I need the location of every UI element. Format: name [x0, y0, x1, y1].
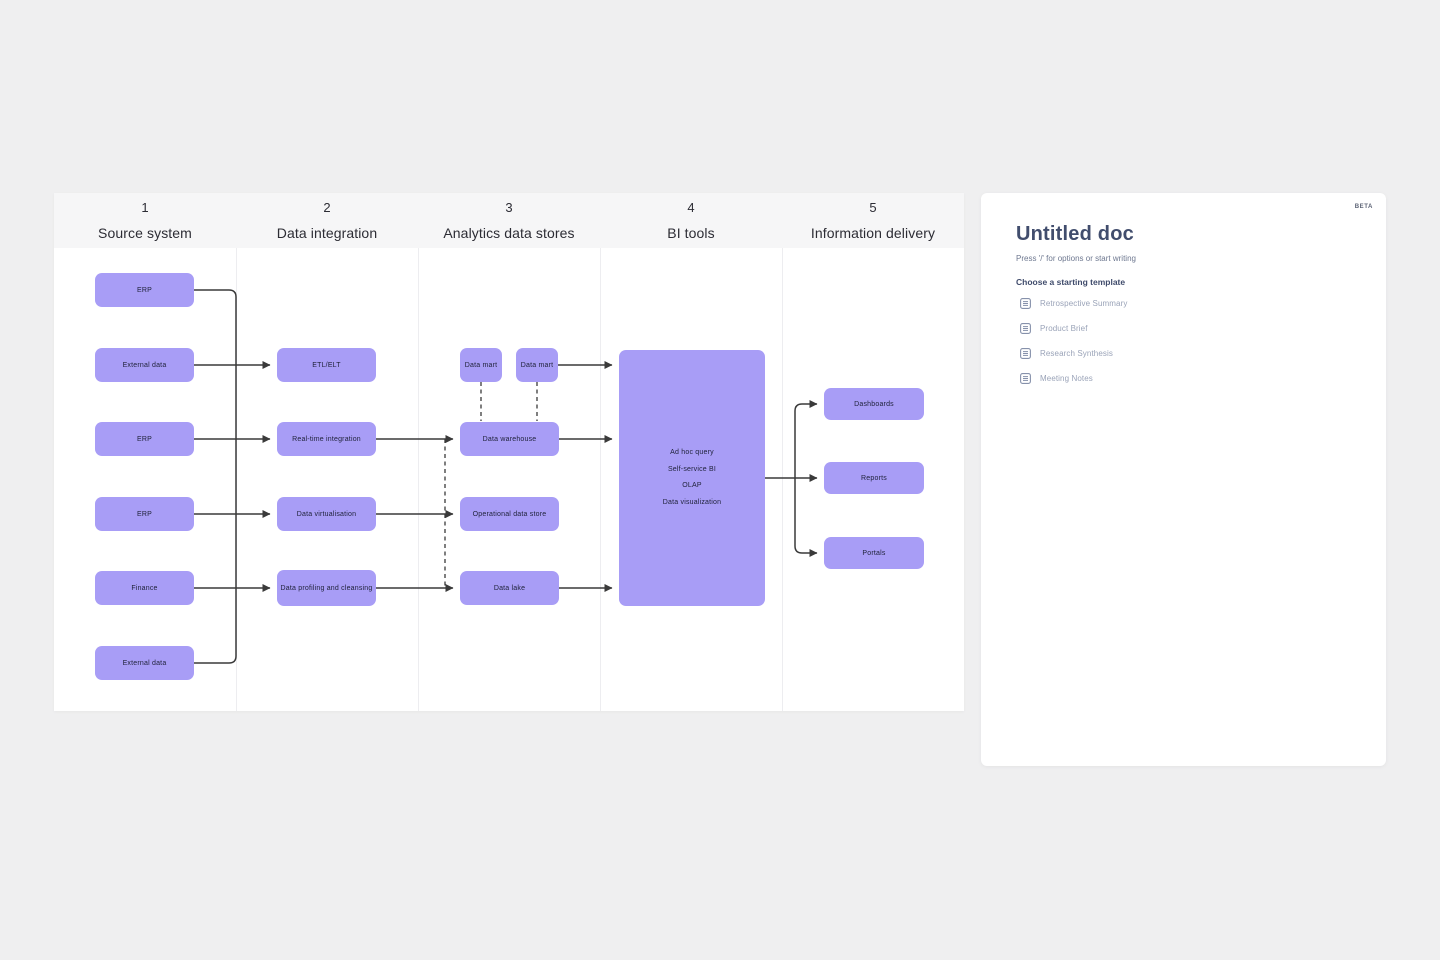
bi-tools-line: Ad hoc query [670, 449, 714, 456]
node-data-warehouse[interactable]: Data warehouse [460, 422, 559, 456]
column-header-analytics-data-stores: 3 Analytics data stores [418, 193, 600, 248]
template-item-research-synthesis[interactable]: Research Synthesis [1020, 346, 1127, 360]
template-label: Retrospective Summary [1040, 298, 1128, 308]
doc-hint: Press '/' for options or start writing [1016, 254, 1136, 263]
column-title: Analytics data stores [443, 225, 575, 241]
template-label: Meeting Notes [1040, 373, 1093, 383]
column-title: Source system [98, 225, 192, 241]
template-item-retrospective-summary[interactable]: Retrospective Summary [1020, 296, 1127, 310]
node-finance[interactable]: Finance [95, 571, 194, 605]
column-title: Data integration [276, 225, 378, 241]
column-number: 1 [141, 200, 149, 215]
node-external-data-1[interactable]: External data [95, 348, 194, 382]
arrow-bi-dashboards[interactable] [794, 400, 818, 478]
swimlane-header: 1 Source system 2 Data integration 3 Ana… [54, 193, 964, 248]
document-icon [1020, 372, 1031, 384]
bi-tools-line: Self-service BI [667, 465, 717, 473]
node-operational-data-store[interactable]: Operational data store [460, 497, 559, 531]
beta-badge: BETA [1354, 204, 1373, 210]
template-item-meeting-notes[interactable]: Meeting Notes [1020, 371, 1127, 385]
column-title: BI tools [667, 225, 715, 241]
document-icon [1020, 297, 1031, 309]
diagram-canvas[interactable]: 1 Source system 2 Data integration 3 Ana… [54, 193, 964, 711]
node-reports[interactable]: Reports [824, 462, 924, 494]
source-trunk-line[interactable] [194, 289, 237, 664]
node-external-data-2[interactable]: External data [95, 646, 194, 680]
column-number: 2 [323, 200, 331, 215]
node-data-mart-2[interactable]: Data mart [516, 348, 558, 382]
node-realtime-integration[interactable]: Real-time integration [277, 422, 376, 456]
bi-tools-line: Data visualization [662, 498, 722, 506]
template-label: Research Synthesis [1040, 348, 1113, 358]
template-item-product-brief[interactable]: Product Brief [1020, 321, 1127, 335]
bi-tools-line: OLAP [682, 482, 702, 489]
column-number: 3 [505, 200, 513, 215]
node-dashboards[interactable]: Dashboards [824, 388, 924, 420]
doc-panel: BETA Untitled doc Press '/' for options … [981, 193, 1386, 766]
node-erp-1[interactable]: ERP [95, 273, 194, 307]
column-number: 5 [869, 200, 877, 215]
templates-heading: Choose a starting template [1016, 277, 1126, 287]
document-icon [1020, 347, 1031, 359]
node-etl-elt[interactable]: ETL/ELT [277, 348, 376, 382]
node-bi-tools[interactable]: Ad hoc query Self-service BI OLAP Data v… [619, 350, 765, 606]
node-portals[interactable]: Portals [824, 537, 924, 569]
node-data-lake[interactable]: Data lake [460, 571, 559, 605]
connector-lines [194, 289, 818, 664]
node-erp-2[interactable]: ERP [95, 422, 194, 456]
template-label: Product Brief [1040, 323, 1088, 333]
arrow-bi-portals[interactable] [794, 478, 818, 557]
doc-title[interactable]: Untitled doc [1016, 223, 1134, 245]
column-header-source-system: 1 Source system [54, 193, 236, 248]
column-divider [782, 193, 783, 711]
document-icon [1020, 322, 1031, 334]
column-number: 4 [687, 200, 695, 215]
template-list: Retrospective Summary Product Brief Rese… [1020, 296, 1127, 396]
node-erp-3[interactable]: ERP [95, 497, 194, 531]
column-divider [418, 193, 419, 711]
node-data-virtualisation[interactable]: Data virtualisation [277, 497, 376, 531]
column-header-information-delivery: 5 Information delivery [782, 193, 964, 248]
node-data-profiling-cleansing[interactable]: Data profiling and cleansing [277, 570, 376, 606]
column-header-bi-tools: 4 BI tools [600, 193, 782, 248]
column-divider [600, 193, 601, 711]
node-data-mart-1[interactable]: Data mart [460, 348, 502, 382]
column-header-data-integration: 2 Data integration [236, 193, 418, 248]
column-title: Information delivery [810, 225, 936, 241]
